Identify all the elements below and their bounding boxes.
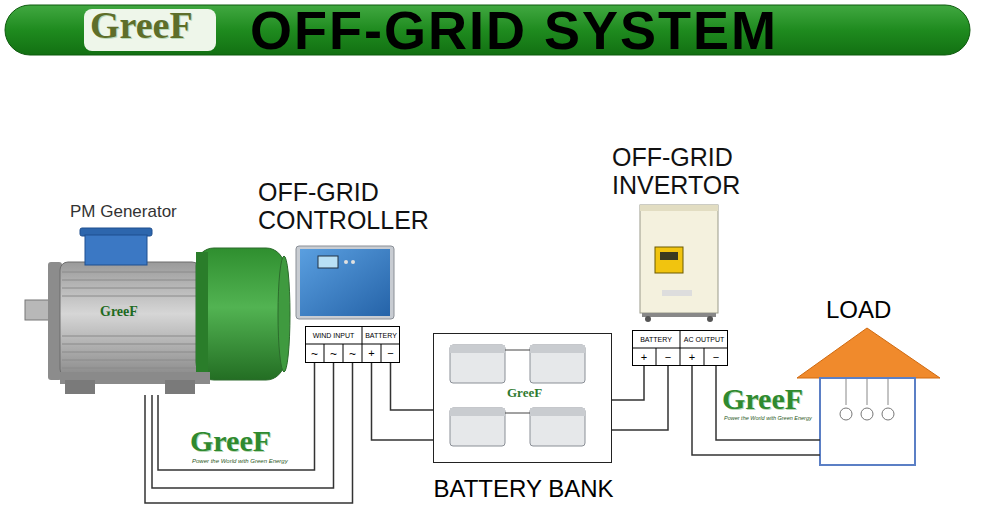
terminal-symbol: + [368,348,374,359]
terminal-divider [324,344,325,363]
controller-node: OFF-GRID CONTROLLER [300,248,392,317]
cap-ring [196,252,208,376]
battery [450,345,505,383]
controller-display [318,256,338,268]
motor-body [60,262,200,377]
light-bulb [882,408,894,420]
house-roof [797,328,940,378]
pm-generator-picture [25,228,290,394]
terminal-symbol: + [641,352,647,363]
terminal-outline [633,331,728,366]
battery-link [505,413,530,414]
motor-foot [65,380,95,394]
inverter-node: OFF-GRID INVERTOR [640,205,718,318]
terminal-symbol: ~ [349,348,356,360]
inverter-wheel [707,316,713,322]
terminal-divider [343,344,344,363]
device-heading: OFF-GRID CONTROLLER [258,178,448,234]
logo: GreeF [90,6,193,44]
inverter-plate [662,290,692,296]
diagram-title: OFF-GRID SYSTEM [250,0,778,60]
terminal-heading: BATTERY [640,336,672,343]
terminal-symbol: − [387,348,393,359]
terminal-box [85,235,147,265]
inverter-picture [640,205,718,322]
light-bulb [861,408,873,420]
battery-lid [450,408,505,416]
wire [612,366,668,430]
terminal-symbol: − [713,352,719,363]
controller-panel [300,249,390,316]
controller-picture [296,246,394,319]
load-house: LOAD [820,378,915,465]
battery-link [505,350,530,351]
battery-lid [450,345,505,353]
watermark-tagline: Power the World with Green Energy [192,458,288,464]
battery [530,345,585,383]
bank-label: BATTERY BANK [414,477,633,501]
watermark-logo: GreeF [722,384,803,414]
wire [692,366,820,455]
terminal-block: WIND INPUT BATTERY ~ ~ ~ + − [305,326,400,363]
terminal-symbol: ~ [330,348,337,360]
terminal-outline [306,327,400,363]
inverter-base [642,313,716,317]
terminal-symbol: ~ [311,348,318,360]
load-label: LOAD [826,298,891,322]
terminal-divider [305,344,400,345]
cooling-fins [62,272,198,368]
inverter-top [640,205,718,211]
terminal-heading: BATTERY [365,332,397,339]
battery-lid [530,408,585,416]
light-bulb [840,408,852,420]
controller-frame [296,246,394,319]
terminal-heading: AC OUTPUT [684,336,724,343]
watermark-tagline: Power the World with Green Energy [724,416,812,422]
motor-foot [165,380,195,394]
logo: GreeF [507,386,542,399]
end-cap [196,248,284,380]
house-wall [820,378,915,465]
battery-lid [530,345,585,353]
battery [530,408,585,446]
controller-button [344,260,348,264]
terminal-divider [632,348,728,349]
terminal-symbol: + [689,352,695,363]
house-picture [797,328,940,465]
terminal-divider [704,348,705,366]
bulb-wires [846,379,888,405]
inverter-cabinet [640,205,718,313]
controller-button [351,260,355,264]
device-heading: OFF-GRID INVERTOR [612,143,752,199]
terminal-symbol: − [665,352,671,363]
terminal-block: BATTERY AC OUTPUT + − + − [632,330,728,366]
inverter-display [655,247,683,273]
generator-label: PM Generator [70,203,177,220]
inverter-screen [660,252,678,260]
terminal-heading: WIND INPUT [313,332,355,339]
terminal-divider [656,348,657,366]
watermark-logo: GreeF [190,426,271,456]
end-face [278,256,290,372]
battery [450,408,505,446]
inverter-wheel [645,316,651,322]
logo: GreeF [100,305,138,319]
wire [145,363,353,503]
batteries [450,345,585,446]
wire [372,363,434,440]
terminal-divider [381,344,382,363]
